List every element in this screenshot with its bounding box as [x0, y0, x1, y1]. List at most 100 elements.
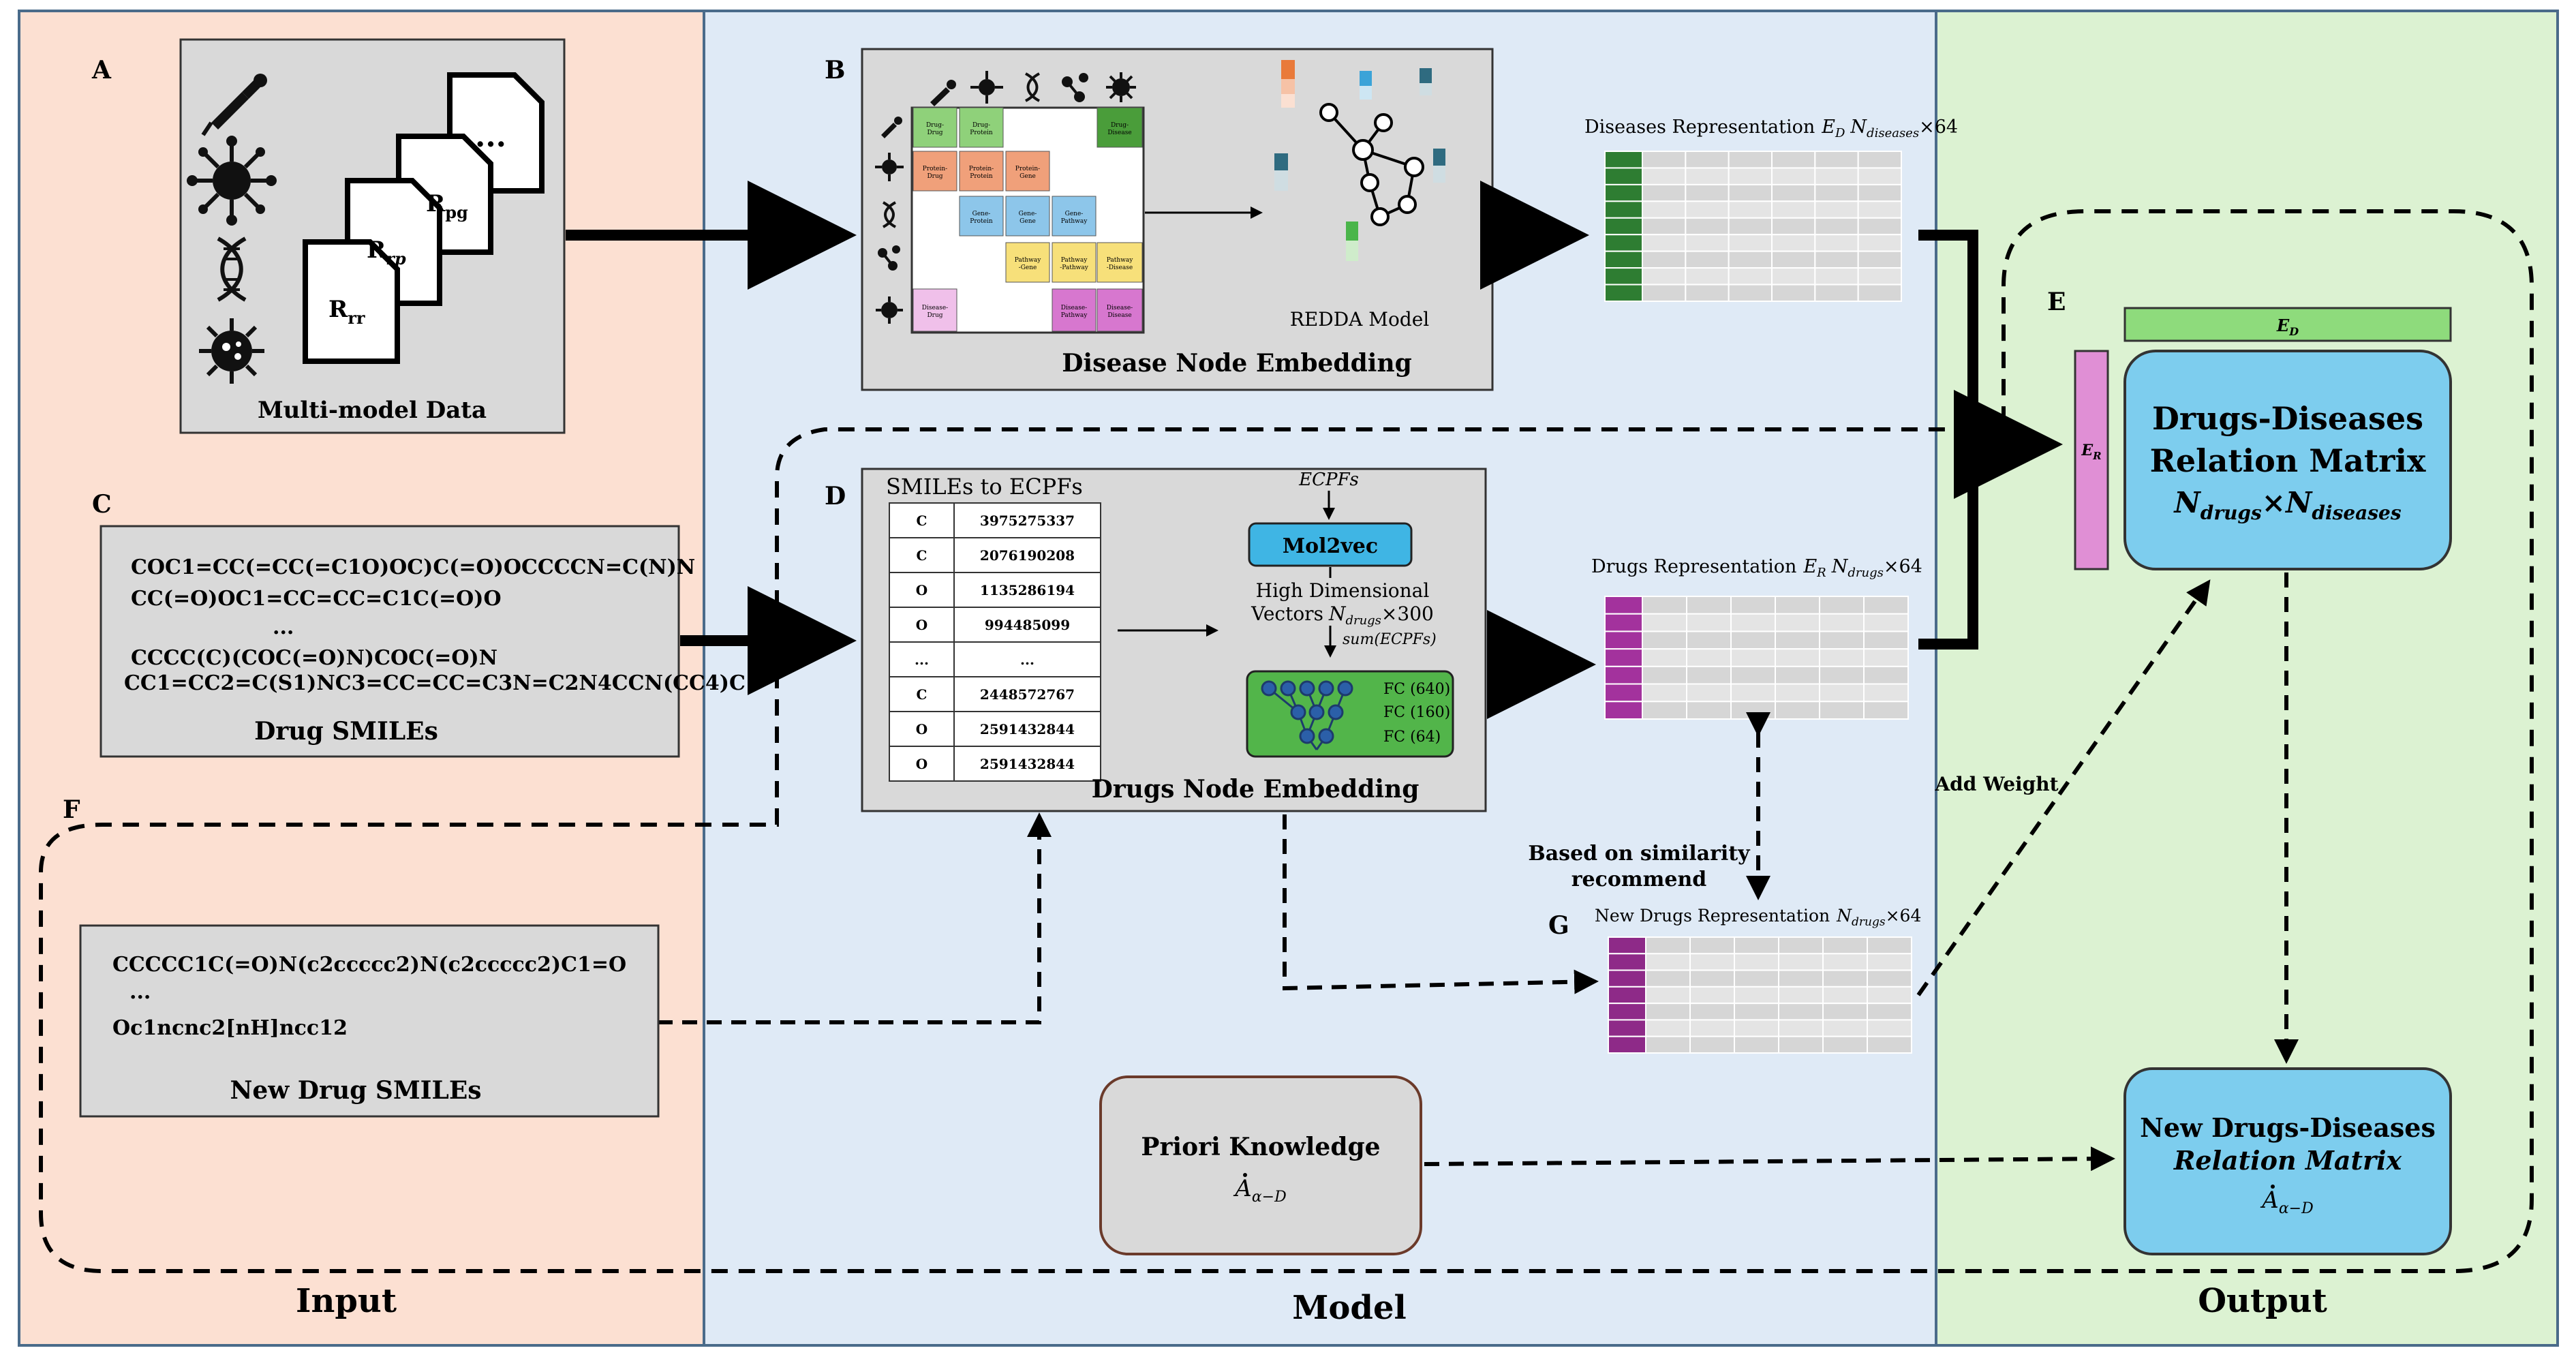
- rep-cell: [1822, 936, 1868, 955]
- rep-cell: [1734, 936, 1779, 955]
- rep-cell: [1775, 701, 1820, 720]
- smiles-line: CC1=CC2=C(S1)NC3=CC=CC=C3N=C2N4CCN(CC4)C: [124, 671, 746, 695]
- rep-cell: [1867, 953, 1912, 971]
- virus-icon: [1106, 72, 1136, 102]
- mol2vec-box: [1248, 522, 1413, 567]
- cell-pathway-disease: Pathway-Disease: [1107, 257, 1133, 271]
- cell-gene-protein: Gene-Protein: [970, 211, 993, 225]
- rep-cell: [1645, 953, 1691, 971]
- table-cell: [953, 746, 1101, 782]
- smiles-line: ...: [273, 615, 294, 639]
- panel-letter-f: F: [63, 795, 80, 824]
- input-label: Input: [296, 1282, 397, 1320]
- fc-640: FC (640): [1383, 681, 1450, 698]
- rep-stripe-cell: [1608, 969, 1646, 988]
- similarity-label-2: recommend: [1571, 868, 1707, 891]
- merge-connector: [1918, 230, 2063, 650]
- rep-cell: [1863, 648, 1909, 667]
- table-cell: [889, 537, 955, 573]
- panel-d-title: Drugs Node Embedding: [1092, 775, 1420, 804]
- rep-stripe-cell: [1608, 1019, 1646, 1037]
- rep-cell: [1730, 665, 1776, 685]
- panel-letter-e: E: [2047, 288, 2066, 316]
- dna-icon: [1024, 72, 1041, 102]
- relation-matrix-title-1: Drugs-Diseases: [2152, 400, 2423, 437]
- virus-icon: [876, 296, 903, 324]
- rep-cell: [1857, 167, 1903, 185]
- cell-disease-pathway: Disease-Pathway: [1061, 305, 1088, 319]
- cell-drug-drug: Drug-Drug: [926, 122, 944, 136]
- rep-cell: [1822, 986, 1868, 1005]
- rep-cell: [1645, 1019, 1691, 1037]
- hd-vectors-line1: High Dimensional: [1256, 579, 1430, 602]
- rep-cell: [1775, 630, 1820, 650]
- rep-cell: [1642, 200, 1687, 219]
- panel-letter-c: C: [92, 490, 112, 519]
- rep-cell: [1863, 683, 1909, 703]
- rep-cell: [1728, 151, 1773, 169]
- rep-cell: [1778, 953, 1824, 971]
- dashed-priori-to-new-matrix: [1424, 1146, 2115, 1172]
- rep-cell: [1728, 284, 1773, 302]
- rep-cell: [1734, 1035, 1779, 1054]
- table-cell: [953, 502, 1101, 538]
- cell-protein-drug: Protein-Drug: [923, 166, 947, 180]
- rep-stripe-cell: [1604, 250, 1643, 269]
- rep-cell: [1775, 613, 1820, 632]
- rep-cell: [1645, 986, 1691, 1005]
- rep-cell: [1822, 1003, 1868, 1021]
- rep-cell: [1734, 1003, 1779, 1021]
- smiles-line: CC(=O)OC1=CC=CC=C1C(=O)O: [131, 587, 502, 611]
- protein-icon: [187, 136, 277, 226]
- rep-cell: [1730, 630, 1776, 650]
- rep-cell: [1857, 183, 1903, 202]
- atom-symbol: O: [916, 582, 927, 598]
- rep-cell: [1814, 267, 1859, 286]
- rep-cell: [1642, 151, 1687, 169]
- rep-cell: [1685, 151, 1730, 169]
- table-cell: [953, 676, 1101, 712]
- pipette-icon: [881, 117, 902, 138]
- panel-a-title: Multi-model Data: [258, 397, 487, 424]
- cell-disease-drug: Disease-Drug: [922, 305, 948, 319]
- rep-cell: [1771, 284, 1816, 302]
- rep-cell: [1689, 986, 1735, 1005]
- rep-cell: [1771, 217, 1816, 236]
- rep-cell: [1814, 200, 1859, 219]
- cell-gene-pathway: Gene-Pathway: [1061, 211, 1088, 225]
- ecpf-value: 2591432844: [980, 756, 1075, 772]
- rep-stripe-cell: [1608, 986, 1646, 1005]
- disease-rep-matrix: [1604, 151, 1903, 302]
- ed-label: ED: [2276, 316, 2299, 338]
- rep-cell: [1867, 936, 1912, 955]
- drug-rep-matrix: [1604, 596, 1909, 720]
- ecpf-value: ...: [1020, 652, 1034, 668]
- rep-stripe-cell: [1608, 953, 1646, 971]
- rep-cell: [1685, 200, 1730, 219]
- rep-cell: [1771, 151, 1816, 169]
- cell-drug-disease: Drug-Disease: [1107, 122, 1131, 136]
- embedding-vectors: [1274, 60, 1445, 261]
- rep-cell: [1734, 969, 1779, 988]
- rep-cell: [1730, 613, 1776, 632]
- rep-cell: [1857, 217, 1903, 236]
- ecpf-value: 2076190208: [980, 547, 1075, 564]
- rep-cell: [1778, 1003, 1824, 1021]
- rep-cell: [1775, 596, 1820, 615]
- smiles-line: COC1=CC(=CC(=C1O)OC)C(=O)OCCCCN=C(N)N: [131, 555, 695, 579]
- rep-cell: [1863, 596, 1909, 615]
- dashed-d-to-new-rep: [1283, 814, 1599, 994]
- table-cell: [889, 607, 955, 643]
- rep-cell: [1642, 250, 1687, 269]
- new-matrix-title-1: New Drugs-Diseases: [2140, 1112, 2436, 1143]
- rep-cell: [1778, 986, 1824, 1005]
- rep-cell: [1689, 1035, 1735, 1054]
- rep-stripe-cell: [1604, 183, 1643, 202]
- rep-cell: [1863, 665, 1909, 685]
- rep-cell: [1819, 613, 1865, 632]
- atom-symbol: C: [917, 547, 927, 564]
- cell-protein-protein: Protein-Protein: [969, 166, 994, 180]
